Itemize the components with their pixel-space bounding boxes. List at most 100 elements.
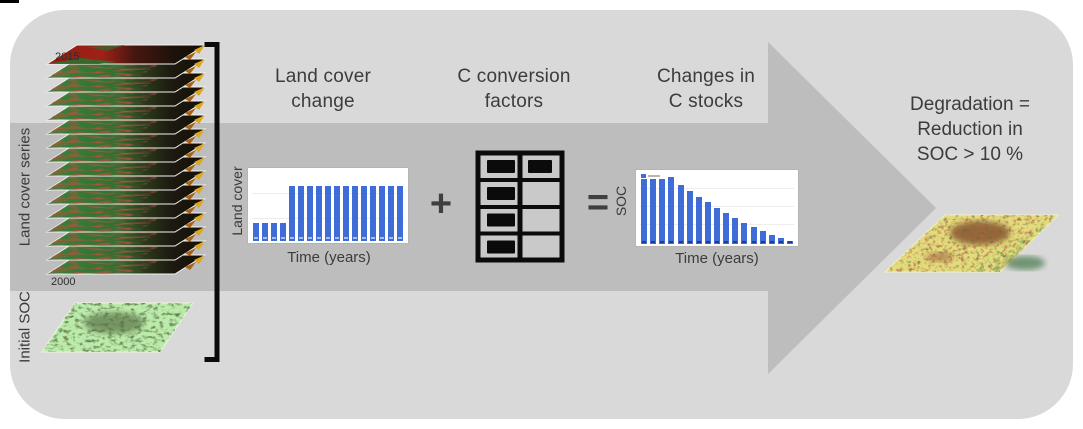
bar (271, 222, 277, 241)
gridline (640, 188, 794, 189)
bar (262, 222, 268, 241)
bar-tick-label-smudge (263, 237, 267, 239)
bar-tick-label-smudge (353, 237, 357, 239)
bar (343, 186, 349, 241)
step2-line1: C conversion (457, 66, 571, 87)
bar-tick-label-smudge (687, 241, 692, 243)
step3-line2: C stocks (668, 91, 744, 112)
bar-tick-label-smudge (344, 237, 348, 239)
bar (759, 230, 766, 244)
result-definition-text: Degradation = Reduction in SOC > 10 % (870, 92, 1070, 167)
soc-bar-chart (636, 170, 798, 246)
land-cover-bar-chart (248, 168, 408, 243)
bar (289, 186, 295, 241)
land-cover-series-label: Land cover series (16, 127, 34, 247)
bar-tick-label-smudge (751, 241, 756, 243)
top-left-artifact-strip (0, 0, 19, 3)
bar (316, 186, 322, 241)
chart1-y-axis-label: Land cover (229, 166, 245, 236)
bar-tick-label-smudge (705, 241, 710, 243)
bar-tick-label-smudge (660, 241, 665, 243)
bar-tick-label-smudge (290, 237, 294, 239)
step1-line2: change (291, 91, 355, 112)
bar-tick-label-smudge (651, 241, 656, 243)
bar (659, 178, 666, 244)
bar-tick-label-smudge (308, 237, 312, 239)
bar-tick-label-smudge (362, 237, 366, 239)
bar (677, 185, 684, 244)
bar-tick-label-smudge (769, 241, 774, 243)
bar (641, 178, 647, 244)
bar-tick-label-smudge (742, 241, 747, 243)
year-label-top: 2015 (55, 51, 80, 63)
initial-soc-map (41, 302, 194, 353)
bar-tick-label-smudge (281, 237, 285, 239)
chart2-x-axis-label: Time (years) (675, 250, 759, 267)
bar-tick-label-smudge (335, 237, 339, 239)
bar (750, 227, 757, 244)
bar (723, 213, 730, 244)
bar-tick-label-smudge (398, 237, 402, 239)
bar (741, 223, 748, 244)
bar-tick-label-smudge (733, 241, 738, 243)
bar-tick-label-smudge (299, 237, 303, 239)
result-line1: Degradation = (910, 94, 1030, 115)
bar-tick-label-smudge (715, 241, 719, 243)
result-line3: SOC > 10 % (916, 144, 1024, 165)
step-title-land-cover-change: Land cover change (238, 64, 408, 114)
bar (686, 190, 693, 244)
step1-line1: Land cover (274, 66, 371, 87)
legend-swatch (641, 174, 646, 178)
bar (668, 176, 675, 244)
plus-operator: + (429, 183, 453, 225)
bar (650, 178, 657, 244)
bar-tick-label-smudge (678, 241, 683, 243)
bar-tick-label-smudge (669, 241, 674, 243)
bar (704, 202, 711, 244)
bar-tick-label-smudge (317, 237, 321, 239)
flow-arrow-right-icon (10, 42, 936, 374)
initial-soc-label: Initial SOC (16, 291, 34, 363)
bar (325, 186, 331, 241)
conversion-factors-table-icon (475, 150, 565, 263)
bar (361, 186, 367, 241)
chart2-legend (641, 174, 660, 178)
bar (388, 186, 394, 241)
land-cover-layer-2015 (45, 44, 207, 65)
bar-tick-label-smudge (389, 237, 393, 239)
bar-tick-label-smudge (380, 237, 384, 239)
bar (714, 208, 720, 244)
bar (298, 186, 304, 241)
bar (768, 234, 775, 244)
chart1-x-axis-label: Time (years) (287, 249, 371, 266)
chart2-y-axis-label: SOC (613, 185, 629, 217)
bar (787, 240, 793, 244)
bar (397, 186, 403, 241)
bar (777, 237, 784, 244)
bar-tick-label-smudge (696, 241, 701, 243)
year-label-bottom: 2000 (51, 276, 76, 288)
equals-operator: = (586, 182, 610, 224)
step-title-changes-in-c-stocks: Changes in C stocks (621, 64, 791, 114)
step2-line2: factors (484, 91, 544, 112)
land-cover-layer-stack (45, 44, 207, 274)
gridline (640, 206, 794, 207)
legend-text-smudge (648, 175, 660, 177)
bar-tick-label-smudge (642, 241, 646, 243)
bar-tick-label-smudge (272, 237, 276, 239)
bar-tick-label-smudge (778, 241, 783, 243)
bar (695, 197, 702, 244)
degradation-result-map (883, 214, 1060, 273)
bar-tick-label-smudge (760, 241, 765, 243)
step3-line1: Changes in (656, 66, 756, 87)
bar (280, 222, 286, 241)
step-title-c-conversion-factors: C conversion factors (429, 64, 599, 114)
bar (732, 218, 739, 244)
bar (379, 186, 385, 241)
bar-tick-label-smudge (326, 237, 330, 239)
bar-tick-label-smudge (788, 241, 792, 243)
bar (370, 186, 376, 241)
bar-tick-label-smudge (254, 237, 258, 239)
